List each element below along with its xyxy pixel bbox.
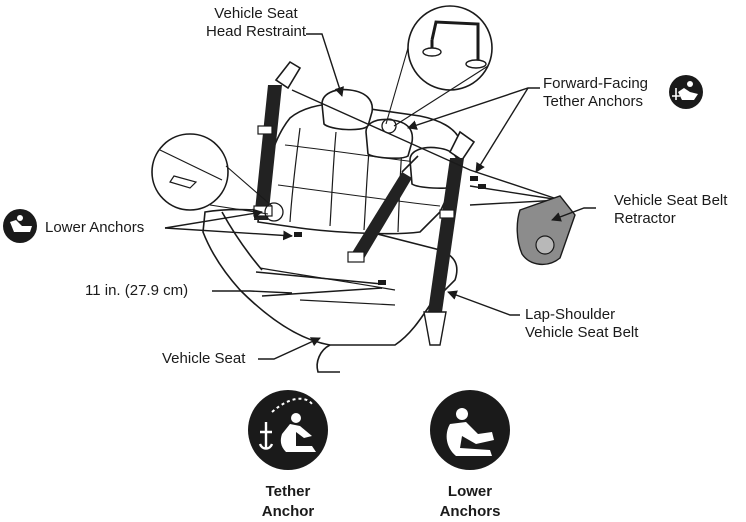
lower-anchors-icon bbox=[430, 390, 510, 470]
spacing-label: 11 in. (27.9 cm) bbox=[85, 282, 189, 299]
lower-anchors-small-icon bbox=[3, 209, 37, 243]
retractor-label-line2: Retractor bbox=[614, 210, 676, 227]
leader-lines bbox=[164, 33, 596, 360]
retractor-label-line1: Vehicle Seat Belt bbox=[614, 192, 728, 209]
lower-anchors-caption: Lower Anchors bbox=[410, 482, 530, 522]
seat-belt-retractor bbox=[516, 195, 576, 265]
tether-anchor-small-icon bbox=[669, 75, 703, 109]
right-seat-belt bbox=[423, 130, 476, 346]
lap-shoulder-belt-label-line2: Vehicle Seat Belt bbox=[525, 324, 639, 341]
tether-anchor-caption: Tether Anchor bbox=[228, 482, 348, 522]
left-seat-belt bbox=[253, 60, 302, 220]
tether-anchors-label-line2: Tether Anchors bbox=[543, 93, 644, 110]
vehicle-seat-label: Vehicle Seat bbox=[162, 350, 246, 367]
anchor-marks bbox=[294, 176, 486, 285]
lower-anchors-caption-line2: Anchors bbox=[439, 503, 501, 520]
tether-anchors-label-line1: Forward-Facing bbox=[543, 75, 649, 92]
lower-anchors-caption-line1: Lower bbox=[447, 483, 493, 500]
lower-anchors-label: Lower Anchors bbox=[45, 219, 145, 236]
zoom-detail-lower-anchor bbox=[151, 133, 284, 222]
head-restraint-label: Vehicle Seat Head Restraint bbox=[206, 5, 306, 41]
retractor-label: Vehicle Seat Belt Retractor bbox=[614, 192, 727, 228]
seat-cushion bbox=[202, 208, 458, 373]
head-restraint-label-line1: Vehicle Seat bbox=[214, 5, 298, 22]
tether-anchor-caption-line1: Tether bbox=[265, 483, 311, 500]
head-restraint-label-line2: Head Restraint bbox=[206, 23, 307, 40]
tether-anchor-icon bbox=[248, 390, 328, 470]
center-seat-belt bbox=[347, 155, 419, 263]
tether-anchors-label: Forward-Facing Tether Anchors bbox=[543, 75, 648, 111]
tether-anchor-caption-line2: Anchor bbox=[261, 503, 315, 520]
zoom-detail-tether-anchor bbox=[381, 5, 493, 134]
lap-shoulder-belt-label-line1: Lap-Shoulder bbox=[525, 306, 616, 323]
lap-shoulder-belt-label: Lap-Shoulder Vehicle Seat Belt bbox=[525, 306, 638, 342]
